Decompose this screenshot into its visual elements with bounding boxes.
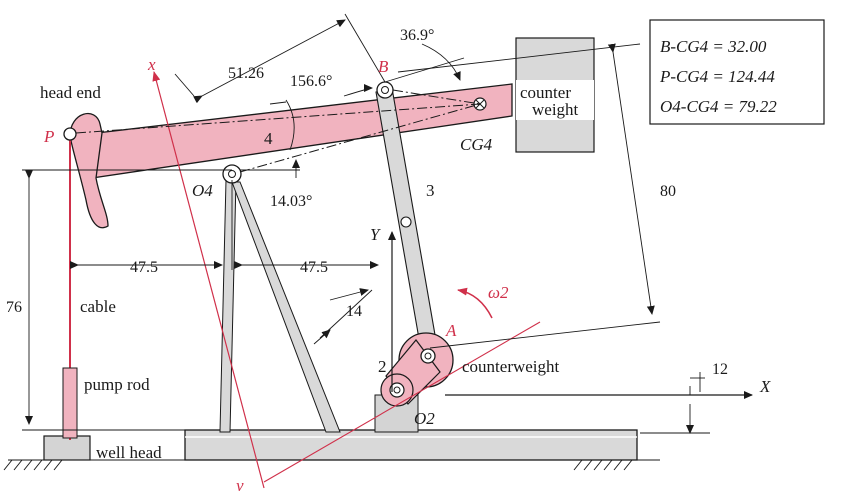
rotated-x-axis <box>152 71 265 489</box>
dim-80: 80 <box>660 183 676 200</box>
reference-lines <box>22 13 710 434</box>
info-line-3: O4-CG4 = 79.22 <box>660 97 777 116</box>
label-counterweight-crank: counterweight <box>462 357 560 376</box>
dim-51-26: 51.26 <box>228 65 264 82</box>
label-A: A <box>445 321 457 340</box>
label-P: P <box>43 127 54 146</box>
label-CG4: CG4 <box>460 135 493 154</box>
dim-156-6: 156.6° <box>290 73 332 90</box>
dim-36-9: 36.9° <box>400 27 434 44</box>
label-O2: O2 <box>414 409 435 428</box>
label-O4: O4 <box>192 181 213 200</box>
crank-pedestal <box>374 394 419 433</box>
omega-arrow <box>457 287 493 319</box>
label-well-head: well head <box>96 443 162 462</box>
label-link-2: 2 <box>378 357 387 376</box>
label-pump-rod: pump rod <box>84 375 150 394</box>
label-y-rot: y <box>234 476 244 491</box>
center-lines <box>75 89 481 173</box>
label-counter-box-1: counter <box>520 83 571 102</box>
label-counter-box-2: weight <box>532 100 579 119</box>
label-B: B <box>378 57 389 76</box>
info-box <box>649 19 825 125</box>
walking-beam <box>69 83 513 229</box>
dim-14: 14 <box>346 303 362 320</box>
label-X-axis: X <box>759 377 771 396</box>
pivot-pins <box>63 81 487 398</box>
dim-76: 76 <box>6 299 22 316</box>
dim-12: 12 <box>712 361 728 378</box>
label-cable: cable <box>80 297 116 316</box>
label-x-rot: x <box>147 55 156 74</box>
info-line-2: P-CG4 = 124.44 <box>659 67 775 86</box>
label-omega2: ω2 <box>488 283 509 302</box>
base-frame <box>184 429 638 461</box>
dim-47-5-left: 47.5 <box>130 259 158 276</box>
rotated-y-axis <box>263 321 541 483</box>
label-Y-axis: Y <box>370 225 381 244</box>
dimension-arrows <box>25 19 705 434</box>
label-head-end: head end <box>40 83 101 102</box>
dim-47-5-right: 47.5 <box>300 259 328 276</box>
info-line-1: B-CG4 = 32.00 <box>660 37 767 56</box>
label-link-4: 4 <box>264 129 273 148</box>
well-head-block <box>43 435 91 461</box>
samson-post <box>219 179 341 433</box>
pump-rod <box>62 367 78 439</box>
label-link-3: 3 <box>426 181 435 200</box>
global-axes <box>388 231 753 399</box>
dim-14-03: 14.03° <box>270 193 312 210</box>
